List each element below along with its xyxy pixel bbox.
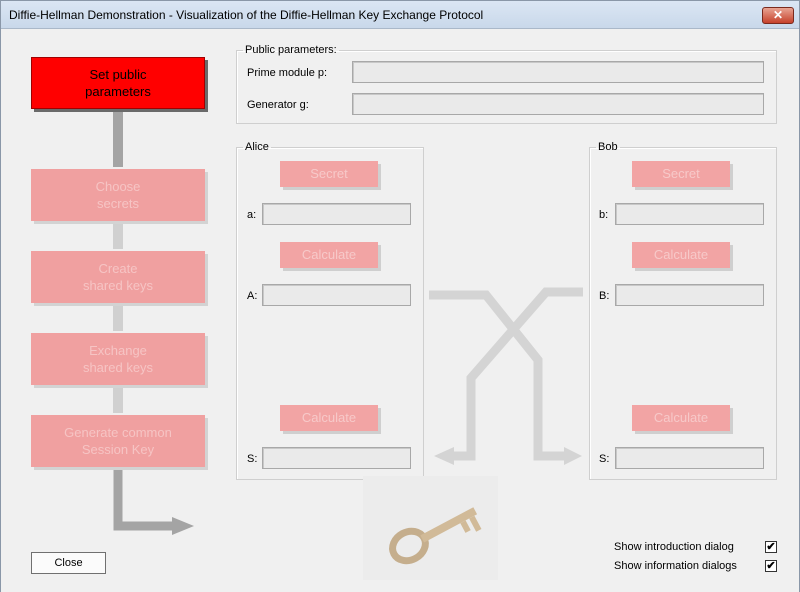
bob-B-label: B: <box>599 290 610 302</box>
generator-field[interactable] <box>352 93 764 115</box>
generator-label: Generator g: <box>247 99 309 111</box>
alice-group: Alice <box>236 141 424 480</box>
show-info-row: Show information dialogs ✔ <box>614 559 777 575</box>
bob-calculate-B-button[interactable]: Calculate <box>632 242 730 268</box>
bob-S-label: S: <box>599 453 610 465</box>
step-connector <box>113 305 123 331</box>
show-intro-row: Show introduction dialog ✔ <box>614 540 777 556</box>
show-intro-checkbox[interactable]: ✔ <box>765 541 777 553</box>
bob-secret-button[interactable]: Secret <box>632 161 730 187</box>
bob-B-field[interactable] <box>615 284 764 306</box>
step-generate-session-key[interactable]: Generate common Session Key <box>31 415 205 467</box>
prime-module-field[interactable] <box>352 61 764 83</box>
alice-calculate-S-button[interactable]: Calculate <box>280 405 378 431</box>
bob-b-field[interactable] <box>615 203 764 225</box>
bob-legend: Bob <box>598 141 618 153</box>
final-arrow <box>113 468 194 535</box>
public-parameters-group: Public parameters: <box>236 44 777 124</box>
close-button[interactable]: Close <box>31 552 106 574</box>
step-set-public-parameters[interactable]: Set public parameters <box>31 57 205 109</box>
window-close-button[interactable]: ✕ <box>762 7 794 24</box>
show-intro-label: Show introduction dialog <box>614 541 734 553</box>
alice-secret-button[interactable]: Secret <box>280 161 378 187</box>
alice-a-label: a: <box>247 209 257 221</box>
bob-b-label: b: <box>599 209 609 221</box>
step-create-shared-keys[interactable]: Create shared keys <box>31 251 205 303</box>
step-connector <box>113 387 123 413</box>
alice-S-label: S: <box>247 453 258 465</box>
alice-a-field[interactable] <box>262 203 411 225</box>
bob-S-field[interactable] <box>615 447 764 469</box>
public-parameters-legend: Public parameters: <box>245 44 337 56</box>
alice-calculate-A-button[interactable]: Calculate <box>280 242 378 268</box>
step-connector <box>113 223 123 249</box>
key-icon <box>363 476 498 580</box>
show-info-checkbox[interactable]: ✔ <box>765 560 777 572</box>
alice-S-field[interactable] <box>262 447 411 469</box>
alice-A-label: A: <box>247 290 258 302</box>
client-area: Set public parameters Choose secrets Cre… <box>1 30 799 592</box>
bob-calculate-S-button[interactable]: Calculate <box>632 405 730 431</box>
window-title: Diffie-Hellman Demonstration - Visualiza… <box>9 8 484 22</box>
bob-group: Bob <box>589 141 777 480</box>
step-exchange-shared-keys[interactable]: Exchange shared keys <box>31 333 205 385</box>
exchange-arrows <box>429 287 583 465</box>
prime-module-label: Prime module p: <box>247 67 328 79</box>
step-choose-secrets[interactable]: Choose secrets <box>31 169 205 221</box>
show-info-label: Show information dialogs <box>614 560 737 572</box>
alice-A-field[interactable] <box>262 284 411 306</box>
alice-legend: Alice <box>245 141 269 153</box>
title-bar: Diffie-Hellman Demonstration - Visualiza… <box>1 1 799 29</box>
step-connector <box>113 111 123 167</box>
